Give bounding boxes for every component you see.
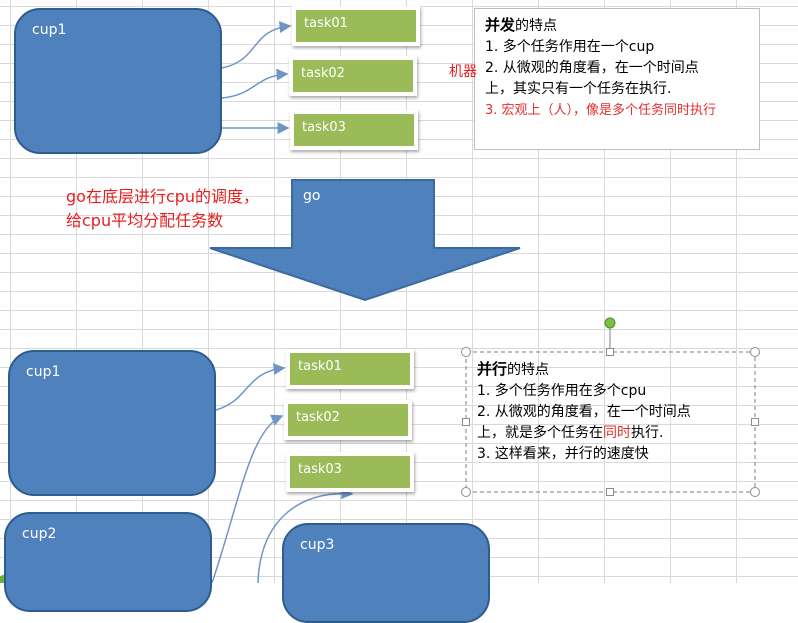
annotation-line-2: 给cpu平均分配任务数: [66, 211, 224, 230]
resize-handle-e[interactable]: [751, 418, 759, 426]
note-line-3: 3. 宏观上（人），像是多个任务同时执行: [485, 103, 717, 118]
resize-handle-ne[interactable]: [750, 347, 760, 357]
cpu-label: cup1: [32, 22, 67, 38]
note-line-2b: 上，其实只有一个任务在执行.: [485, 81, 672, 97]
resize-handle-nw[interactable]: [461, 347, 471, 357]
task-label: task03: [290, 456, 410, 488]
annotation-line-1: go在底层进行cpu的调度，: [66, 187, 260, 206]
cpu-label: cup1: [26, 364, 61, 380]
task-box-bottom-2[interactable]: task02: [284, 400, 412, 440]
connector-bottom-3: [257, 487, 354, 583]
task-label: task03: [294, 114, 414, 146]
task-label: task02: [288, 404, 408, 436]
cpu-label: cup2: [22, 526, 57, 542]
connector-top-2: [221, 68, 289, 99]
task-label: task02: [293, 60, 413, 92]
task-box-bottom-3[interactable]: task03: [286, 452, 414, 492]
note-title: 并发的特点: [485, 16, 558, 34]
connector-top-1: [221, 21, 292, 69]
big-down-arrow[interactable]: [209, 179, 521, 302]
note-line-2a: 2. 从微观的角度看，在一个时间点: [485, 60, 699, 76]
note-line-3: 3. 这样看来，并行的速度快: [477, 446, 649, 462]
resize-handle-sw[interactable]: [461, 487, 471, 497]
note-line-2a: 2. 从微观的角度看，在一个时间点: [477, 404, 691, 420]
cpu-box-top[interactable]: cup1: [14, 8, 222, 154]
resize-handle-s[interactable]: [606, 488, 614, 496]
note-line-1: 1. 多个任务作用在多个cpu: [477, 383, 647, 399]
note-line-1: 1. 多个任务作用在一个cup: [485, 39, 655, 55]
cpu-box-bottom-3[interactable]: cup3: [282, 523, 490, 623]
note-line-2b: 上，就是多个任务在同时执行.: [477, 425, 664, 441]
arrow-label: go: [303, 188, 321, 204]
task-label: task01: [296, 10, 416, 42]
cpu-label: cup3: [300, 537, 335, 553]
parallelism-note[interactable]: 并行的特点 1. 多个任务作用在多个cpu 2. 从微观的角度看，在一个时间点 …: [467, 353, 754, 491]
connector-bottom-1: [215, 363, 286, 411]
side-label: 机器: [449, 64, 477, 80]
cpu-box-bottom-1[interactable]: cup1: [8, 350, 216, 496]
resize-handle-n[interactable]: [606, 348, 614, 356]
task-box-top-2[interactable]: task02: [289, 56, 417, 96]
cpu-box-bottom-2[interactable]: cup2: [4, 512, 212, 612]
task-box-bottom-1[interactable]: task01: [286, 349, 414, 389]
resize-handle-se[interactable]: [750, 487, 760, 497]
task-box-top-3[interactable]: task03: [290, 110, 418, 150]
connector-bottom-2: [211, 414, 284, 583]
resize-handle-w[interactable]: [462, 418, 470, 426]
task-box-top-1[interactable]: task01: [292, 6, 420, 46]
concurrency-note[interactable]: 并发的特点 1. 多个任务作用在一个cup 2. 从微观的角度看，在一个时间点 …: [474, 8, 760, 150]
rotate-handle: [604, 317, 616, 329]
task-label: task01: [290, 353, 410, 385]
note-title: 并行的特点: [477, 360, 550, 378]
